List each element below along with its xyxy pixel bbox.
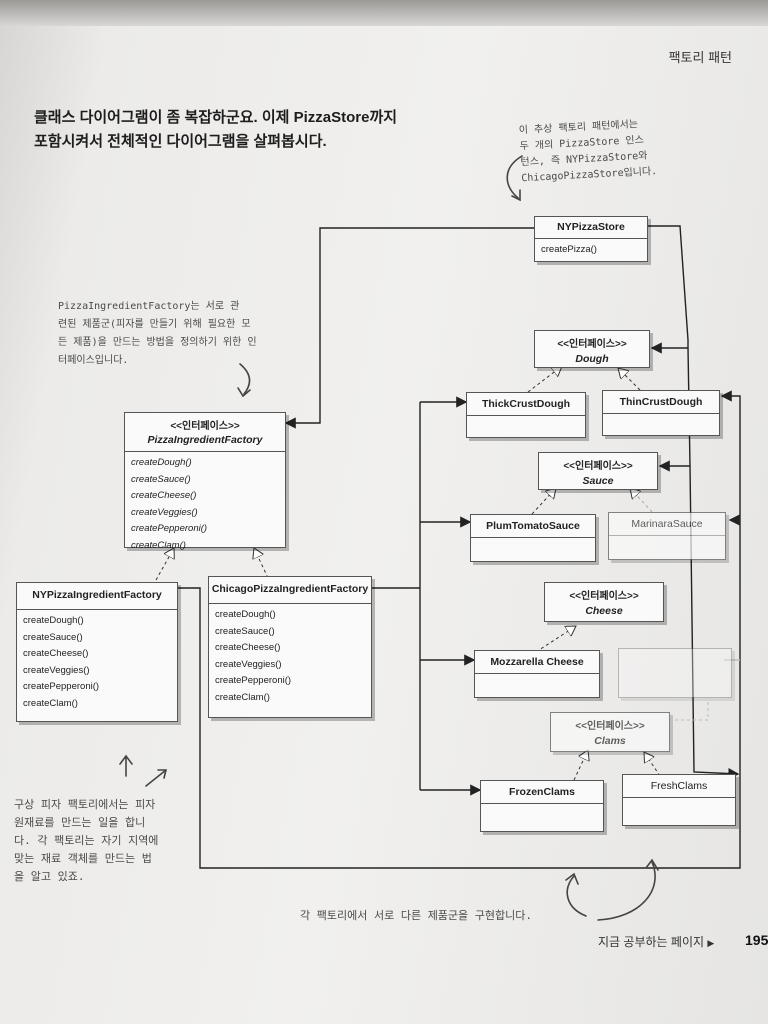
class-name: ChicagoPizzaIngredientFactory [209,577,371,604]
mozzarella-cheese-class: Mozzarella Cheese [474,650,600,698]
interface-name: Clams [594,735,626,747]
note-line: 다. 각 팩토리는 자기 지역에 [14,834,159,847]
class-name: PlumTomatoSauce [471,515,595,538]
method: createDough() [131,457,192,468]
cheese-interface: <<인터페이스>> Cheese [544,582,664,622]
method: createPepperoni() [131,523,208,534]
method: createVeggies() [215,658,282,670]
stereotype-label: <<인터페이스>> [569,591,639,602]
method: createClam() [131,539,186,551]
method: createDough() [215,609,276,620]
ny-pizza-store-class: NYPizzaStore createPizza() [534,216,648,262]
pizza-ingredient-factory-interface: <<인터페이스>> PizzaIngredientFactory createD… [124,412,286,551]
page-number: 195 [745,932,768,948]
thin-crust-dough-class: ThinCrustDough [602,390,720,436]
intro-line-1: 클래스 다이어그램이 좀 복잡하군요. 이제 PizzaStore까지 [34,109,398,126]
class-name: FrozenClams [481,781,603,804]
note-concrete-factories: 구상 피자 팩토리에서는 피자 원재료를 만드는 일을 합니 다. 각 팩토리는… [14,796,194,886]
fresh-clams-class: FreshClams [622,774,736,826]
method: createSauce() [215,625,275,637]
method: createSauce() [23,631,83,643]
method: createVeggies() [131,506,198,518]
method: createClam() [23,697,78,709]
footer-text: 지금 공부하는 페이지 [598,935,705,949]
triangle-right-icon: ▶ [707,938,715,948]
stereotype-label: <<인터페이스>> [575,721,645,732]
method: createSauce() [131,473,191,485]
ny-pizza-ingredient-factory-class: NYPizzaIngredientFactory createDough() c… [16,582,178,722]
frozen-clams-class: FrozenClams [480,780,604,832]
interface-name: Sauce [582,475,614,487]
method: createCheese() [215,642,281,653]
plum-tomato-sauce-class: PlumTomatoSauce [470,514,596,562]
chicago-pizza-ingredient-factory-class: ChicagoPizzaIngredientFactory createDoug… [208,576,372,718]
note-line: PizzaIngredientFactory는 서로 관 [58,301,240,312]
note-product-families: 각 팩토리에서 서로 다른 제품군을 구현합니다. [300,909,533,922]
marinara-sauce-class: MarinaraSauce [608,512,726,560]
stereotype-label: <<인터페이스>> [563,461,633,472]
class-name: MarinaraSauce [609,513,725,536]
class-name: NYPizzaIngredientFactory [17,583,177,610]
sauce-interface: <<인터페이스>> Sauce [538,452,658,490]
note-line: 터페이스입니다. [58,355,129,366]
stereotype-label: <<인터페이스>> [557,339,627,350]
washed-out-class-box [618,648,732,698]
method: createDough() [23,615,84,626]
method: createClam() [215,691,270,703]
class-name: ThinCrustDough [603,391,719,414]
interface-name: PizzaIngredientFactory [147,434,263,446]
method: createPepperoni() [215,675,292,686]
interface-name: Cheese [585,605,623,617]
intro-line-2: 포함시켜서 전체적인 다이어그램을 살펴봅시다. [34,133,327,150]
note-line: 구상 피자 팩토리에서는 피자 [14,798,156,811]
note-factory-interface: PizzaIngredientFactory는 서로 관 련된 제품군(피자를 … [58,298,338,370]
stereotype-label: <<인터페이스>> [170,421,240,432]
interface-name: Dough [575,353,609,365]
method: createCheese() [23,648,89,659]
clams-interface: <<인터페이스>> Clams [550,712,670,752]
note-line: 맞는 재료 객체를 만드는 법 [14,852,152,865]
class-name: NYPizzaStore [535,217,647,239]
note-line: 을 알고 있죠. [14,870,85,883]
method: createCheese() [131,490,197,501]
method: createPizza() [541,244,597,255]
dough-interface: <<인터페이스>> Dough [534,330,650,368]
note-line: 든 제품)을 만드는 방법을 정의하기 위한 인 [58,337,257,348]
class-name: FreshClams [623,775,735,798]
chapter-title: 팩토리 패턴 [668,50,732,65]
thick-crust-dough-class: ThickCrustDough [466,392,586,438]
class-name: ThickCrustDough [467,393,585,416]
note-line: 련된 제품군(피자를 만들기 위해 필요한 모 [58,319,251,330]
note-line: 원재료를 만드는 일을 합니 [14,816,146,829]
method: createPepperoni() [23,681,100,692]
method: createVeggies() [23,664,90,676]
intro-heading: 클래스 다이어그램이 좀 복잡하군요. 이제 PizzaStore까지 포함시켜… [34,106,494,154]
class-name: Mozzarella Cheese [475,651,599,674]
footer-caption: 지금 공부하는 페이지 ▶ [598,933,714,950]
page-edge-shadow [0,0,768,26]
